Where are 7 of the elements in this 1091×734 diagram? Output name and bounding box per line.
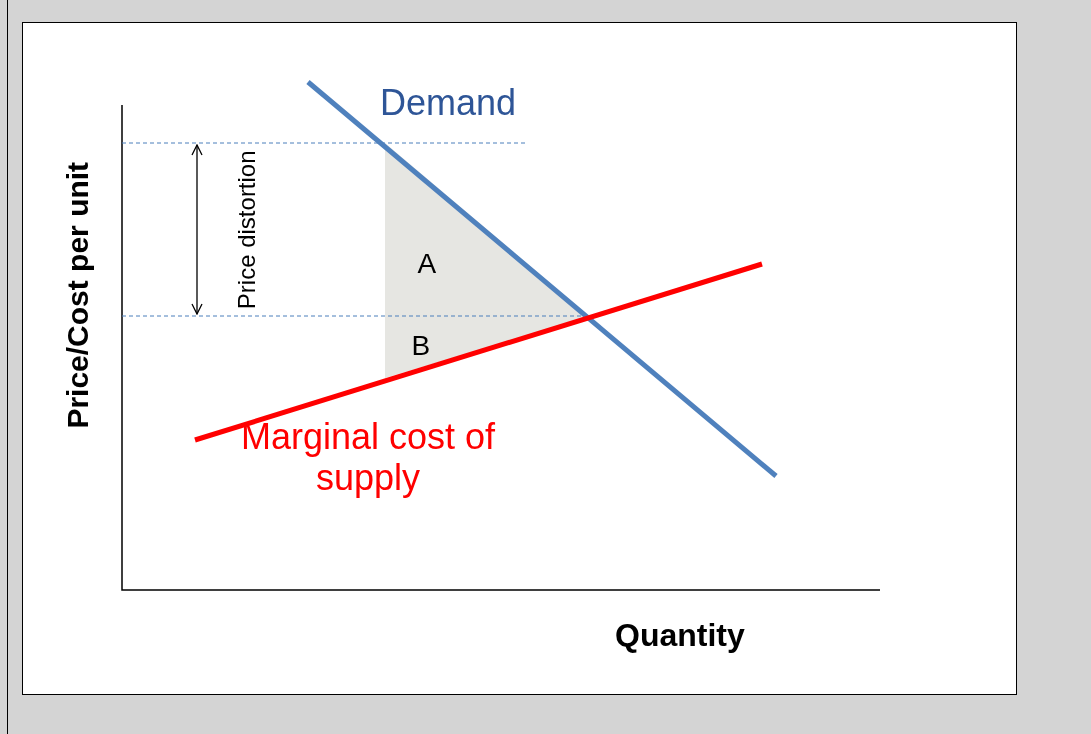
axis-title: Quantity [615, 616, 745, 654]
area-label: A [417, 248, 437, 281]
curve-label: Demand [380, 81, 517, 123]
area-label: B [411, 330, 431, 363]
curve-label: Marginal cost of supply [239, 415, 497, 499]
axis-title: Price/Cost per unit [60, 161, 95, 429]
dimension-label: Price distortion [232, 150, 260, 310]
